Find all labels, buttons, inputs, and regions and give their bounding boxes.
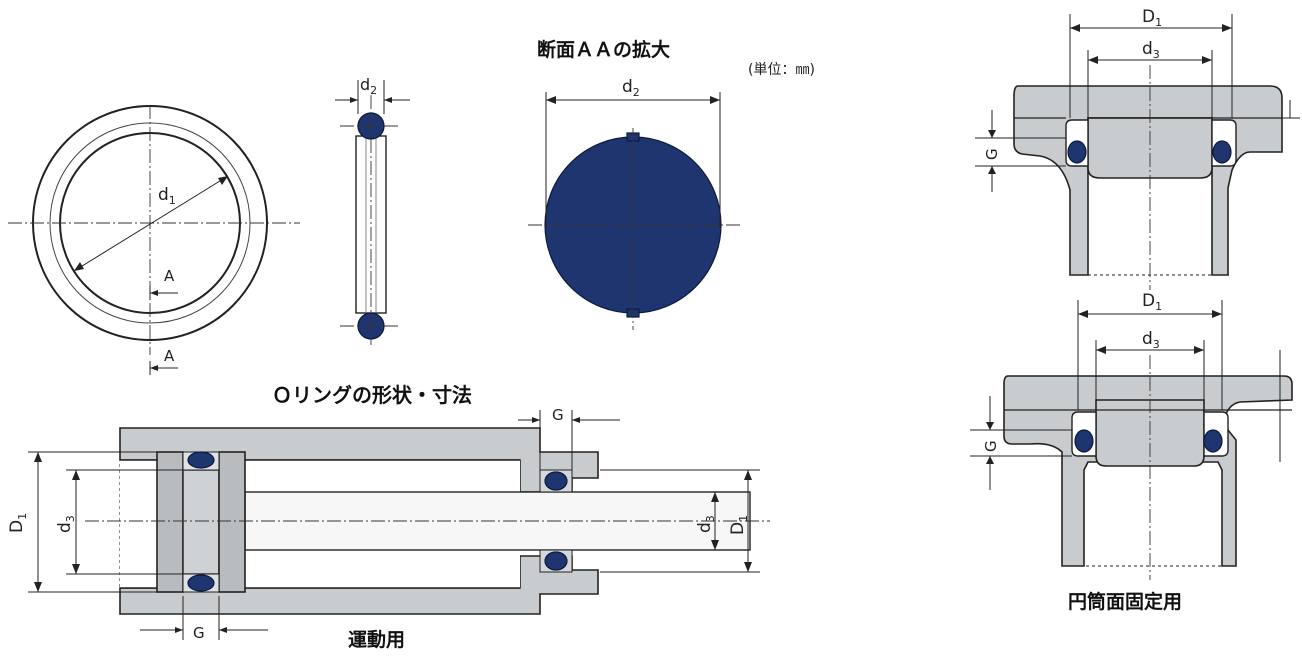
static-bottom-d3-label: d3 [1142, 329, 1160, 351]
static-top-d3-label: d3 [1142, 39, 1160, 61]
left-d3-label: d3 [55, 515, 77, 533]
d1-label: d1 [158, 185, 176, 207]
oring-side-view: d2 [335, 75, 410, 345]
left-D1-label: D1 [7, 513, 29, 533]
dynamic-use-caption: 運動用 [348, 629, 405, 651]
section-a-top-label: A [164, 267, 175, 285]
static-top-diagram: D1 d3 G [975, 7, 1300, 290]
section-aa-title: 断面ＡＡの拡大 [537, 38, 670, 61]
static-bottom-D1-label: D1 [1142, 291, 1162, 313]
static-top-D1-label: D1 [1142, 7, 1162, 29]
static-bottom-G-label: G [982, 440, 1000, 452]
static-top-G-label: G [983, 148, 1001, 160]
static-bottom-diagram: D1 d3 G 円筒面固定用 [970, 291, 1293, 613]
oring-front-view: d1 A A [8, 105, 300, 375]
right-D1-label: D1 [728, 515, 750, 535]
section-aa-enlarged: 断面ＡＡの拡大 (単位：㎜) d2 [528, 38, 815, 330]
right-d3-label: d3 [695, 515, 717, 533]
section-a-bottom-label: A [164, 347, 175, 365]
d2-enlarged-label: d2 [622, 77, 640, 99]
static-cylinder-caption: 円筒面固定用 [1068, 590, 1182, 613]
unit-label: (単位：㎜) [748, 62, 815, 78]
d2-label: d2 [360, 75, 377, 97]
top-G-label: G [552, 406, 564, 424]
dynamic-use-diagram: D1 d3 G G d3 D1 運動用 [7, 406, 770, 651]
oring-shape-title: Ｏリングの形状・寸法 [272, 383, 472, 407]
bottom-G-label: G [193, 624, 205, 642]
